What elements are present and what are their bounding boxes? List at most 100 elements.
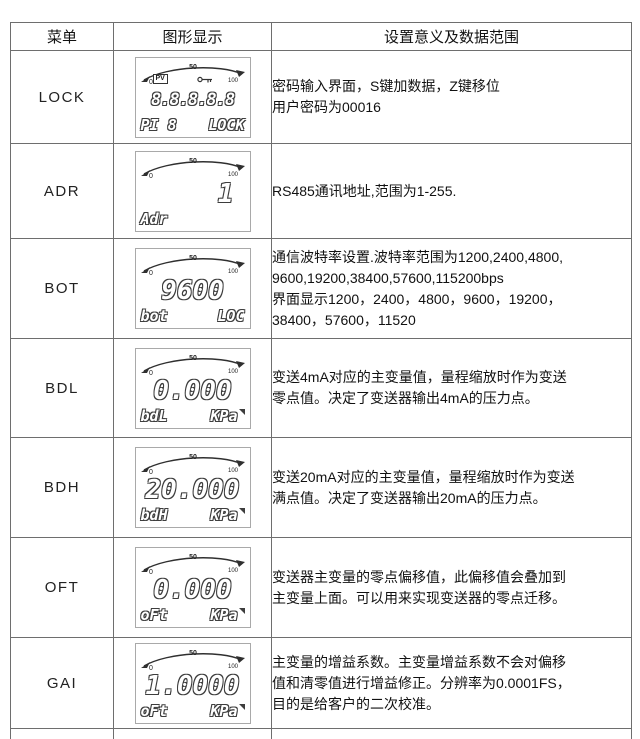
scale-left-label: 0 <box>149 370 153 376</box>
scale-left-label: 0 <box>149 173 153 179</box>
setting-description: 通信波特率设置.波特率范围为1200,2400,4800, 9600,19200… <box>271 238 632 339</box>
scale-mid-label: 50 <box>189 650 197 657</box>
lcd-scale-arc: 50 0 100 <box>140 64 245 85</box>
lcd-scale-arc: 50 0 100 <box>140 355 245 376</box>
menu-code: BDL <box>10 338 114 438</box>
scale-mid-label: 50 <box>189 554 197 561</box>
lcd-cell: 50 0 100 0.000 oFt KPa <box>113 537 272 638</box>
menu-code: LOCK <box>10 50 114 144</box>
arrow-right-icon <box>235 69 245 77</box>
arrow-left-icon <box>140 566 150 572</box>
scale-mid-label: 50 <box>189 255 197 262</box>
table-row-bdh: BDH 50 0 100 20.000 bdH KPa <box>10 437 632 538</box>
arrow-left-icon <box>140 366 150 373</box>
lcd-display: 50 0 100 PV 8.8.8.8.8 PI 8 LOCK <box>134 56 251 138</box>
unit-pointer-icon <box>238 608 245 614</box>
lcd-display: 50 0 100 0.000 oFt KPa <box>134 547 251 628</box>
scale-right-label: 100 <box>227 78 238 84</box>
setting-description: 变送器主变量的零点偏移值，此偏移值会叠加到 主变量上面。可以用来实现变送器的零点… <box>271 537 632 638</box>
scale-right-label: 100 <box>227 568 238 574</box>
unit-pointer-icon <box>238 408 245 415</box>
key-icon <box>196 76 212 82</box>
lcd-mode-label: Adr <box>140 209 168 228</box>
lcd-unit-label: LOC <box>217 307 245 325</box>
unit-pointer-icon <box>238 703 245 710</box>
header-graphic-display: 图形显示 <box>113 22 272 51</box>
lcd-scale-arc: 50 0 100 <box>140 554 245 575</box>
scale-left-label: 0 <box>149 469 153 475</box>
scale-right-label: 100 <box>227 468 238 474</box>
table-row-oft: OFT 50 0 100 0.000 oFt KPa <box>10 537 632 638</box>
menu-code: BDH <box>10 437 114 538</box>
lcd-mode-label: PI 8 <box>140 115 177 134</box>
empty-cell <box>10 728 114 739</box>
setting-description: RS485通讯地址,范围为1-255. <box>271 143 632 239</box>
scale-mid-label: 50 <box>189 454 197 461</box>
lcd-mode-label: bdL <box>140 406 168 425</box>
table-row-gai: GAI 50 0 100 1.0000 oFt KPa <box>10 637 632 729</box>
lcd-main-value: 1.0000 <box>145 670 240 701</box>
lcd-scale-arc: 50 0 100 <box>140 255 245 276</box>
lcd-cell: 50 0 100 0.000 bdL KPa <box>113 338 272 438</box>
lcd-cell: 50 0 100 1 Adr <box>113 143 272 239</box>
lcd-display: 50 0 100 0.000 bdL KPa <box>134 347 251 429</box>
lcd-cell: 50 0 100 1.0000 oFt KPa <box>113 637 272 729</box>
arrow-left-icon <box>140 267 150 273</box>
arrow-right-icon <box>235 163 245 171</box>
menu-code: BOT <box>10 238 114 339</box>
arrow-right-icon <box>235 261 245 268</box>
scale-mid-label: 50 <box>189 158 197 165</box>
lcd-main-value: 0.000 <box>153 375 232 406</box>
arrow-right-icon <box>235 360 245 368</box>
lcd-unit-label: LOCK <box>208 115 245 134</box>
settings-table: 菜单 图形显示 设置意义及数据范围 LOCK 50 0 100 PV <box>10 22 632 739</box>
lcd-display: 50 0 100 20.000 bdH KPa <box>134 447 251 528</box>
lcd-scale-arc: 50 0 100 <box>140 650 245 671</box>
scale-mid-label: 50 <box>189 64 197 71</box>
lcd-display: 50 0 100 9600 bot LOC <box>134 248 251 329</box>
scale-right-label: 100 <box>227 269 238 275</box>
lcd-cell: 50 0 100 20.000 bdH KPa <box>113 437 272 538</box>
lcd-mode-label: oFt <box>140 606 168 624</box>
lcd-mode-label: bot <box>140 307 168 325</box>
table-row-lock: LOCK 50 0 100 PV <box>10 50 632 144</box>
setting-description: 密码输入界面，S键加数据，Z键移位 用户密码为00016 <box>271 50 632 144</box>
arrow-right-icon <box>235 655 245 663</box>
lcd-scale-arc: 50 0 100 <box>140 158 245 179</box>
lcd-scale-arc: 50 0 100 <box>140 454 245 475</box>
lcd-mode-label: oFt <box>140 701 168 720</box>
unit-pointer-icon <box>238 508 245 514</box>
arrow-left-icon <box>140 75 150 82</box>
arrow-left-icon <box>140 169 150 176</box>
lcd-unit-label: KPa <box>210 701 238 720</box>
arrow-right-icon <box>235 560 245 567</box>
scale-right-label: 100 <box>227 172 238 178</box>
lcd-main-value: 9600 <box>161 276 224 306</box>
scale-left-label: 0 <box>149 569 153 575</box>
lcd-mode-label: bdH <box>140 506 168 524</box>
empty-cell <box>271 728 632 739</box>
table-row-adr: ADR 50 0 100 1 Adr <box>10 143 632 239</box>
pv-badge: PV <box>152 73 168 84</box>
menu-code: OFT <box>10 537 114 638</box>
lcd-cell: 50 0 100 9600 bot LOC <box>113 238 272 339</box>
menu-code: GAI <box>10 637 114 729</box>
lcd-main-value: 0.000 <box>153 575 232 605</box>
scale-left-label: 0 <box>149 79 153 85</box>
table-row-bdl: BDL 50 0 100 0.000 bdL KPa <box>10 338 632 438</box>
lcd-unit-label: KPa <box>210 606 238 624</box>
lcd-main-value: 1 <box>217 178 234 209</box>
setting-description: 变送20mA对应的主变量值，量程缩放时作为变送 满点值。决定了变送器输出20mA… <box>271 437 632 538</box>
scale-mid-label: 50 <box>189 355 197 362</box>
lcd-main-value: 20.000 <box>145 475 240 505</box>
header-menu: 菜单 <box>10 22 114 51</box>
setting-description: 主变量的增益系数。主变量增益系数不会对偏移 值和清零值进行增益修正。分辨率为0.… <box>271 637 632 729</box>
scale-left-label: 0 <box>149 665 153 671</box>
lcd-unit-label: KPa <box>210 406 238 425</box>
lcd-unit-label: KPa <box>210 506 238 524</box>
lcd-cell: 50 0 100 PV 8.8.8.8.8 PI 8 LOCK <box>113 50 272 144</box>
lcd-display: 50 0 100 1 Adr <box>134 150 251 232</box>
table-row-partial <box>10 728 632 739</box>
scale-right-label: 100 <box>227 664 238 670</box>
